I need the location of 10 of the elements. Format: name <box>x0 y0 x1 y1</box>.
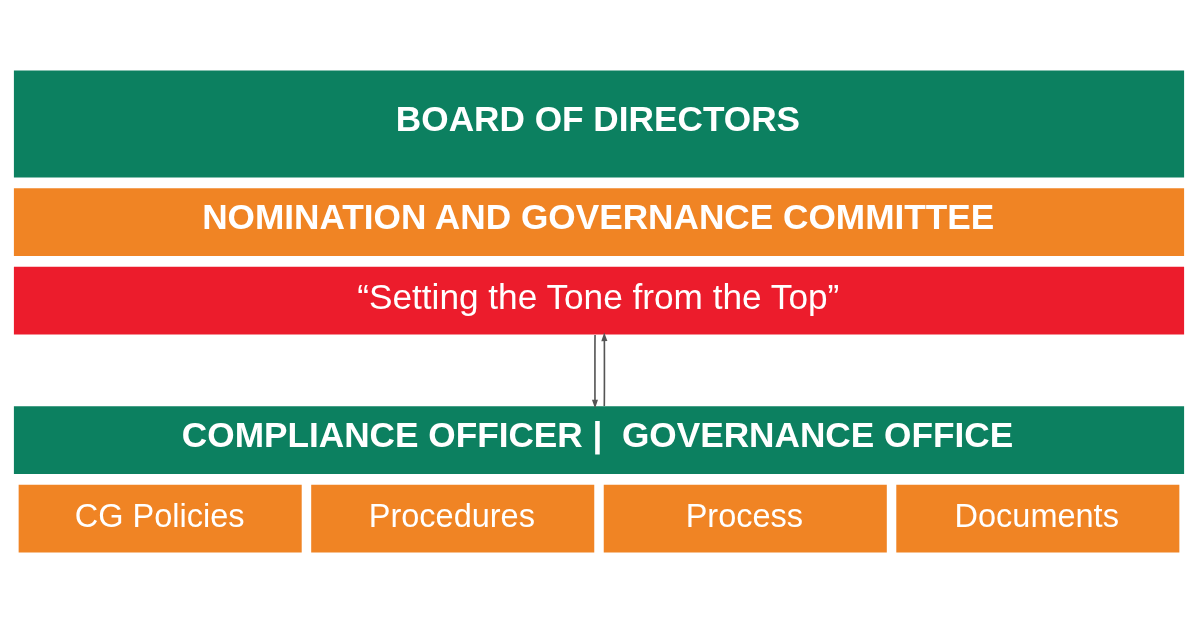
node-box: Procedures <box>311 484 595 553</box>
node-box: Documents <box>896 484 1180 553</box>
node-box: “Setting the Tone from the Top” <box>13 266 1185 335</box>
node-box: Process <box>603 484 887 553</box>
node-box: BOARD OF DIRECTORS <box>13 70 1185 178</box>
node-box: CG Policies <box>18 484 302 553</box>
arrow <box>601 332 608 407</box>
node-box: COMPLIANCE OFFICER | GOVERNANCE OFFICE <box>13 406 1185 475</box>
arrow <box>591 334 598 409</box>
node-box: NOMINATION AND GOVERNANCE COMMITTEE <box>13 188 1185 256</box>
